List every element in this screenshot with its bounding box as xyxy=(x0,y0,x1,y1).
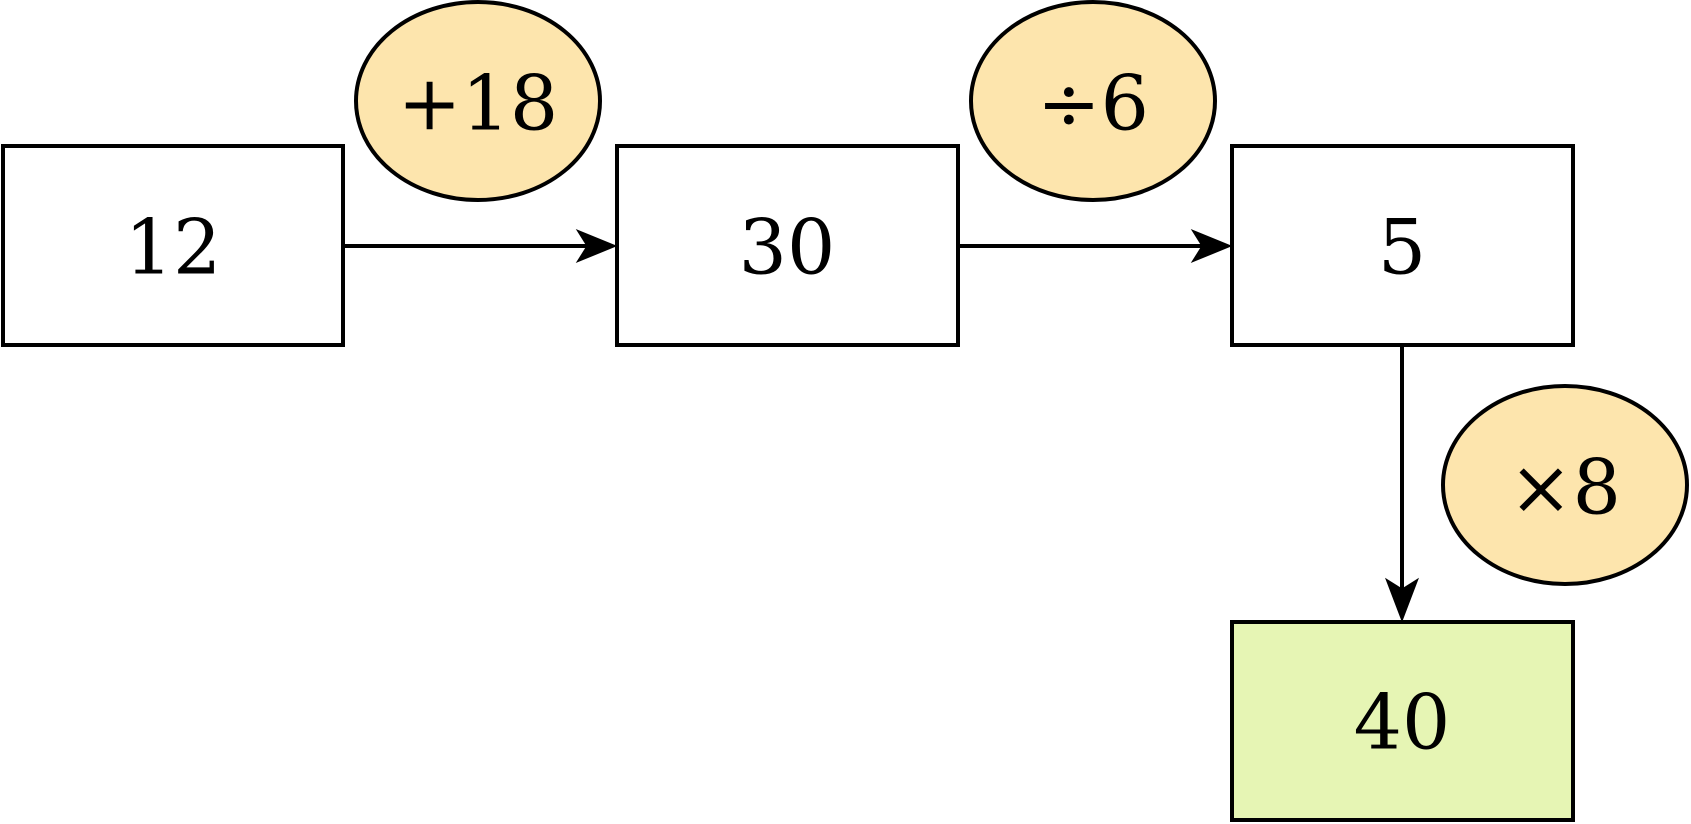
arrow-5-to-40-head xyxy=(1385,577,1419,623)
box-start: 12 xyxy=(1,144,345,347)
box-step2-rect xyxy=(1230,144,1575,347)
operation-divide-label: ÷6 xyxy=(1037,59,1149,148)
operation-multiply-label: ×8 xyxy=(1509,443,1621,532)
box-start-rect xyxy=(1,144,345,347)
operation-multiply: ×8 xyxy=(1441,384,1689,586)
operation-add-oval xyxy=(354,0,602,202)
box-result: 40 xyxy=(1230,620,1575,822)
box-start-label: 12 xyxy=(125,203,222,292)
box-step1: 30 xyxy=(615,144,960,347)
box-result-label: 40 xyxy=(1354,678,1451,767)
arrow-12-to-30-head xyxy=(575,228,618,264)
box-result-rect xyxy=(1230,620,1575,822)
box-step2-label: 5 xyxy=(1378,203,1426,292)
box-step1-label: 30 xyxy=(739,203,836,292)
arrow-30-to-5-head xyxy=(1190,228,1233,264)
operation-add-label: +18 xyxy=(398,59,558,148)
operation-divide: ÷6 xyxy=(969,0,1217,202)
box-step2: 5 xyxy=(1230,144,1575,347)
operation-divide-oval xyxy=(969,0,1217,202)
operation-add: +18 xyxy=(354,0,602,202)
box-step1-rect xyxy=(615,144,960,347)
operation-multiply-oval xyxy=(1441,384,1689,586)
